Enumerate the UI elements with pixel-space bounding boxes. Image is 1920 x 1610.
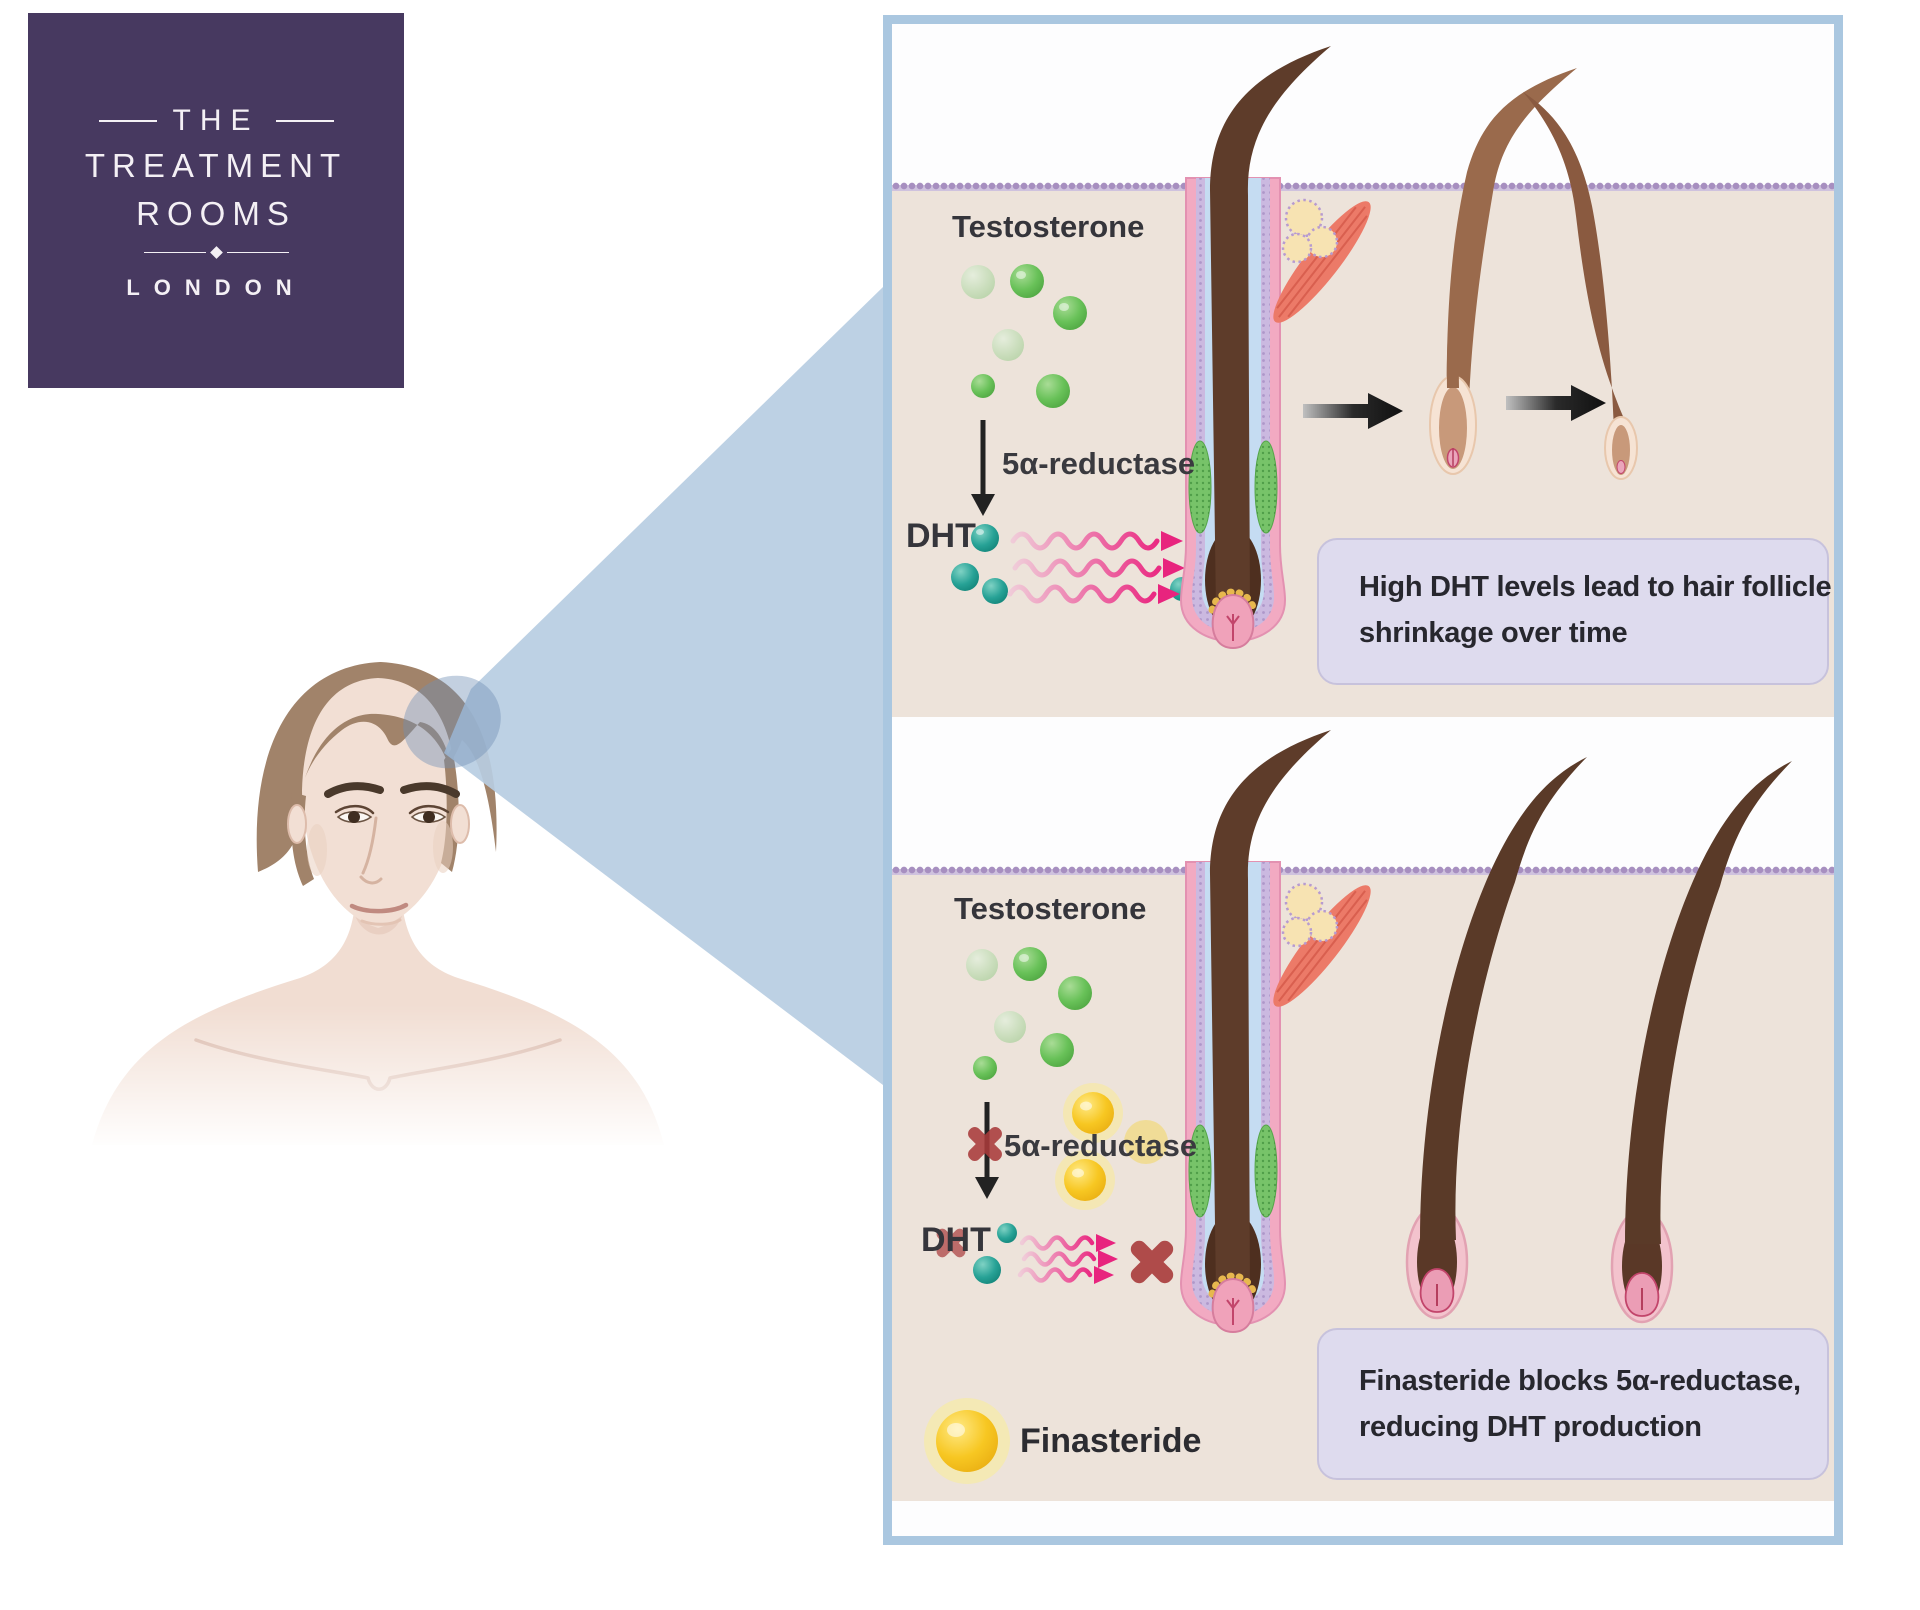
- finasteride-legend-label: Finasteride: [1020, 1422, 1202, 1460]
- testosterone-label-bottom: Testosterone: [954, 891, 1147, 926]
- logo-treatment: TREATMENT: [84, 147, 348, 184]
- testosterone-label-top: Testosterone: [952, 209, 1145, 244]
- bottom-panel-art: [924, 730, 1794, 1484]
- skin-surface-top: [892, 181, 1834, 194]
- testosterone-molecules-top: [961, 264, 1087, 408]
- caption-box-bottom: Finasteride blocks 5α-reductase, reducin…: [1317, 1328, 1829, 1480]
- logo-london: LONDON: [126, 275, 306, 300]
- logo-divider: [143, 246, 289, 259]
- caption-bottom-line1: Finasteride blocks 5α-reductase,: [1359, 1365, 1801, 1397]
- zoom-beam: [403, 287, 883, 1085]
- finasteride-molecules: [1055, 1083, 1168, 1210]
- logo-dash-left: [98, 120, 157, 122]
- conversion-arrow-top: [971, 420, 995, 516]
- scalp-highlight-patch: [403, 675, 501, 769]
- clinic-logo: THE TREATMENT ROOMS LONDON: [28, 13, 404, 388]
- dht-molecules-bottom: [973, 1223, 1017, 1284]
- dht-signal-arrows-bottom: [1020, 1234, 1118, 1284]
- caption-top-line2: shrinkage over time: [1359, 617, 1628, 649]
- skin-surface-bottom: [892, 865, 1834, 878]
- dht-label-top: DHT: [906, 517, 976, 555]
- dht-signal-arrows-top: [1010, 531, 1185, 604]
- caption-box-top: High DHT levels lead to hair follicle sh…: [1317, 538, 1832, 685]
- patient-head-illustration: [92, 662, 664, 1145]
- shrinking-follicle-small: [1522, 91, 1638, 480]
- healthy-hair-2: [1610, 759, 1794, 1324]
- logo-rooms: ROOMS: [136, 195, 296, 232]
- healthy-hair-1: [1405, 755, 1589, 1320]
- caption-top-line1: High DHT levels lead to hair follicle: [1359, 571, 1832, 603]
- logo-the-row: THE: [98, 104, 334, 138]
- testosterone-molecules-bottom: [966, 947, 1092, 1080]
- enzyme-label-top: 5α-reductase: [1002, 446, 1196, 481]
- finasteride-legend-icon: [924, 1398, 1010, 1484]
- logo-dash-right: [275, 120, 334, 122]
- enzyme-label-bottom: 5α-reductase: [1004, 1128, 1198, 1163]
- dht-label-bottom: DHT: [921, 1221, 991, 1259]
- diagram-panel: [883, 15, 1843, 1545]
- block-x-signal: [1127, 1237, 1177, 1287]
- caption-bottom-line2: reducing DHT production: [1359, 1411, 1702, 1443]
- top-panel-art: [951, 46, 1638, 648]
- logo-the: THE: [172, 104, 260, 137]
- hair-follicle-large-bottom: [1181, 730, 1382, 1332]
- progression-arrows: [1303, 385, 1606, 429]
- logo-divider-line-right: [226, 251, 289, 254]
- logo-divider-line-left: [143, 251, 206, 254]
